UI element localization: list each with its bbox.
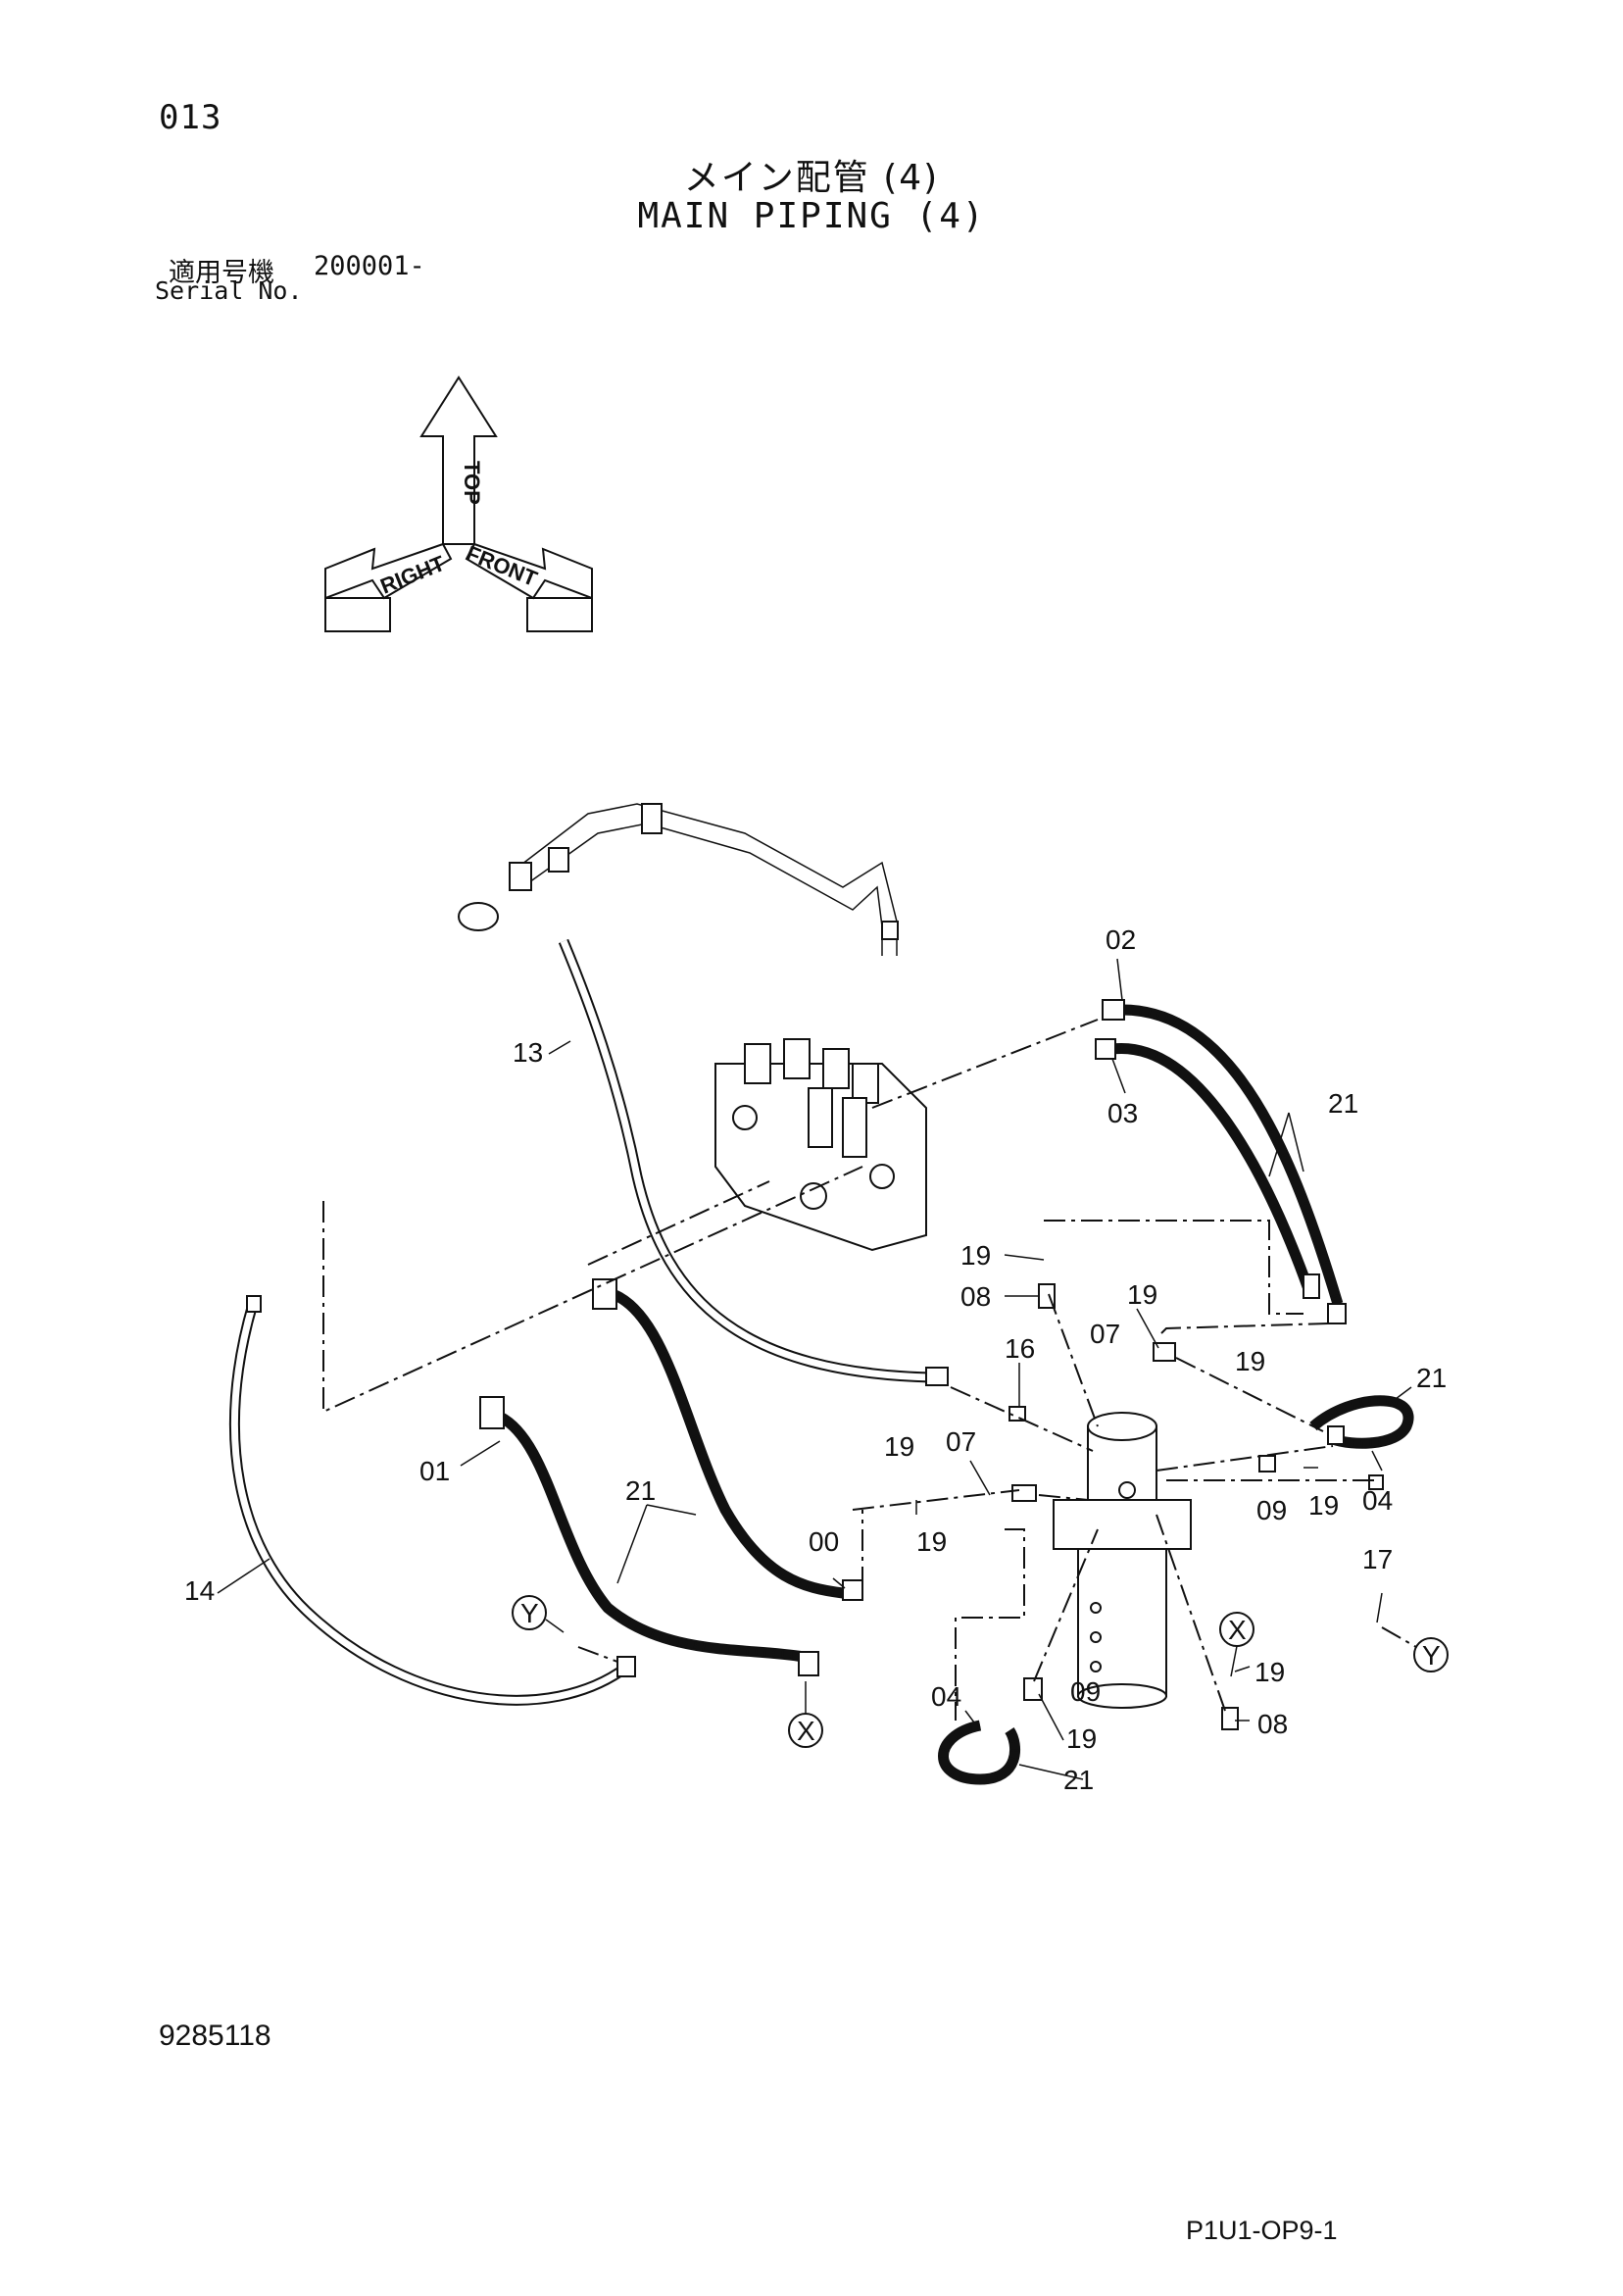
callout-04-a: 04 (1362, 1485, 1393, 1516)
callout-07-b: 07 (946, 1426, 976, 1457)
hose-21-center (610, 1288, 844, 1599)
orientation-front-label: FRONT (463, 540, 541, 591)
callout-19-h: 19 (1254, 1657, 1285, 1687)
hose-21-right (1309, 1395, 1414, 1449)
callout-labels: 02 03 13 21 19 08 19 07 19 16 21 01 21 1… (184, 924, 1447, 1795)
callout-21-bottom: 21 (1063, 1765, 1094, 1795)
connection-lines (322, 1019, 1377, 1721)
page-title-jp: メイン配管 (4) (683, 158, 940, 198)
ref-y-left: Y (520, 1598, 539, 1628)
callout-09-a: 09 (1256, 1495, 1287, 1525)
serial-range: 200001- (314, 251, 425, 281)
callout-14: 14 (184, 1575, 215, 1606)
callout-08-a: 08 (960, 1281, 991, 1312)
callout-19-a: 19 (960, 1240, 991, 1271)
callout-17: 17 (1362, 1544, 1393, 1574)
serial-label-jp: 適用号機 (169, 258, 274, 288)
callout-19-g: 19 (1066, 1723, 1097, 1754)
hose-03 (1111, 1043, 1314, 1291)
ref-x-left: X (797, 1716, 815, 1746)
callout-00: 00 (809, 1526, 839, 1557)
hose-13 (558, 938, 932, 1383)
serial-label-en: Serial No. (155, 276, 303, 305)
callout-19-b: 19 (1127, 1279, 1157, 1310)
hose-21-left (497, 1412, 805, 1663)
cross-references: Y X X Y (512, 1595, 1449, 1748)
orientation-top-label: TOP (460, 461, 484, 505)
drawing-code: P1U1-OP9-1 (1186, 2216, 1338, 2245)
hose-14 (229, 1302, 631, 1706)
hose-02 (1121, 1004, 1344, 1306)
upper-frame-pipe (458, 803, 899, 956)
callout-16: 16 (1005, 1333, 1035, 1364)
fittings (246, 999, 1384, 1730)
leader-lines (217, 958, 1412, 1780)
ref-x-right: X (1228, 1615, 1247, 1645)
callout-19-f: 19 (916, 1526, 947, 1557)
document-id: 9285118 (159, 2020, 271, 2052)
ref-y-right: Y (1422, 1640, 1441, 1671)
page-title-en: MAIN PIPING (4) (637, 196, 986, 236)
hose-21-bottom (938, 1720, 1020, 1785)
callout-21-right: 21 (1416, 1363, 1447, 1393)
control-valve (714, 1038, 927, 1252)
callout-08-b: 08 (1257, 1709, 1288, 1739)
page-number: 013 (159, 98, 222, 137)
callout-09-b: 09 (1070, 1676, 1101, 1707)
callout-01: 01 (419, 1456, 450, 1486)
callout-19-e: 19 (1308, 1490, 1339, 1521)
callout-07-a: 07 (1090, 1319, 1120, 1349)
callout-19-d: 19 (884, 1431, 914, 1462)
callout-04-b: 04 (931, 1681, 961, 1712)
callout-02: 02 (1106, 924, 1136, 955)
callout-13: 13 (513, 1037, 543, 1068)
orientation-symbol: TOP RIGHT FRONT (324, 375, 593, 632)
callout-19-c: 19 (1235, 1346, 1265, 1376)
callout-21-upper: 21 (1328, 1088, 1358, 1119)
callout-03: 03 (1107, 1098, 1138, 1128)
callout-21-center: 21 (625, 1475, 656, 1506)
swivel-joint (1053, 1412, 1192, 1709)
orientation-right-label: RIGHT (377, 551, 449, 599)
